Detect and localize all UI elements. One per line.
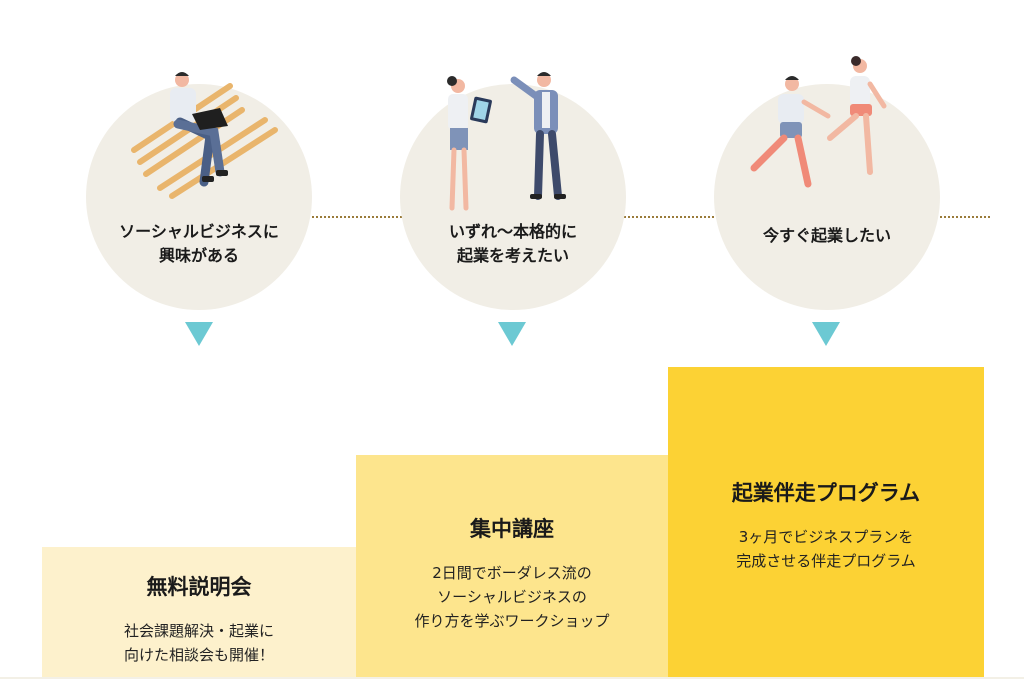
step-title: 無料説明会 [146, 575, 252, 599]
step-title: 集中講座 [470, 517, 554, 541]
stage-circle-considering: いずれ〜本格的に 起業を考えたい [400, 84, 626, 310]
step-accompaniment-program: 起業伴走プログラム 3ヶ月でビジネスプランを 完成させる伴走プログラム [668, 367, 984, 679]
stage-label: 今すぐ起業したい [762, 226, 891, 245]
step-description: 社会課題解決・起業に 向けた相談会も開催！ [123, 622, 274, 664]
dotted-connector-line [300, 216, 990, 218]
step-description: 2日間でボーダレス流の ソーシャルビジネスの 作り方を学ぶワークショップ [414, 564, 610, 630]
step-free-briefing: 無料説明会 社会課題解決・起業に 向けた相談会も開催！ [42, 547, 356, 679]
step-description: 3ヶ月でビジネスプランを 完成させる伴走プログラム [736, 528, 916, 570]
discussion-people-icon [447, 72, 566, 211]
step-intensive-course: 集中講座 2日間でボーダレス流の ソーシャルビジネスの 作り方を学ぶワークショッ… [356, 455, 668, 679]
down-arrow-icon [185, 322, 213, 346]
down-arrow-icon [498, 322, 526, 346]
step-title: 起業伴走プログラム [731, 481, 921, 505]
stage-circle-interested: ソーシャルビジネスに 興味がある [86, 84, 312, 310]
stage-label: ソーシャルビジネスに 興味がある [119, 222, 279, 265]
stage-label: いずれ〜本格的に 起業を考えたい [448, 222, 577, 265]
ground-line [0, 677, 1024, 679]
person-on-bench-icon [131, 72, 278, 199]
stage-circle-ready: 今すぐ起業したい [714, 84, 940, 310]
running-people-icon [750, 56, 887, 188]
down-arrow-icon [812, 322, 840, 346]
